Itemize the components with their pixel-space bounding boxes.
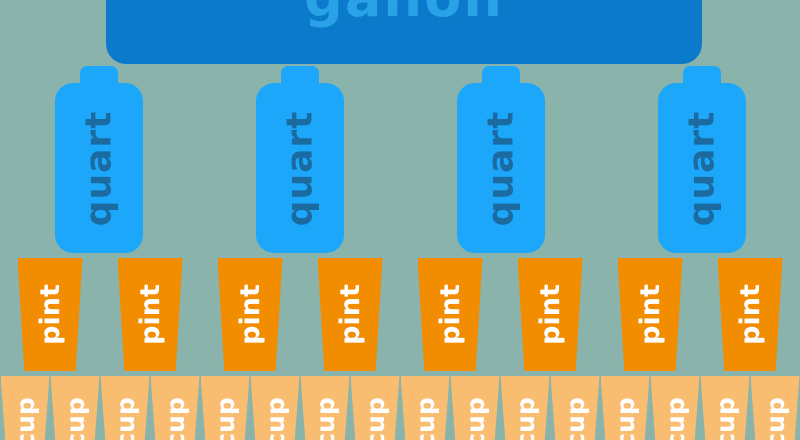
cup-label: cup	[60, 396, 90, 440]
pint-label: pint	[534, 284, 566, 345]
cup-shape: cup	[450, 376, 500, 440]
pint-label: pint	[134, 284, 166, 345]
cup-label: cup	[460, 396, 490, 440]
quart-bottle-body: quart	[657, 83, 746, 253]
quart-label: quart	[681, 110, 722, 226]
cup-label: cup	[110, 396, 140, 440]
cup-shape: cup	[600, 376, 650, 440]
cup-label: cup	[510, 396, 540, 440]
quart-label: quart	[480, 110, 521, 226]
pint-label: pint	[234, 284, 266, 345]
cup-label: cup	[10, 396, 40, 440]
cup-shape: cup	[350, 376, 400, 440]
cup-label: cup	[710, 396, 740, 440]
quart-shape: quart	[255, 66, 344, 254]
quart-bottle-cap	[481, 66, 520, 88]
cup-label: cup	[160, 396, 190, 440]
cup-shape: cup	[750, 376, 800, 440]
cup-label: cup	[610, 396, 640, 440]
cup-label: cup	[560, 396, 590, 440]
pint-label: pint	[634, 284, 666, 345]
quart-shape: quart	[456, 66, 545, 254]
cup-label: cup	[260, 396, 290, 440]
cup-shape: cup	[500, 376, 550, 440]
cup-shape: cup	[700, 376, 750, 440]
cup-label: cup	[760, 396, 790, 440]
quart-bottle-cap	[682, 66, 721, 88]
cup-shape: cup	[150, 376, 200, 440]
pint-shape: pint	[17, 258, 83, 371]
cup-label: cup	[210, 396, 240, 440]
pint-shape: pint	[717, 258, 783, 371]
pint-label: pint	[734, 284, 766, 345]
cup-shape: cup	[50, 376, 100, 440]
cup-shape: cup	[550, 376, 600, 440]
cup-shape: cup	[300, 376, 350, 440]
pint-label: pint	[434, 284, 466, 345]
pint-shape: pint	[417, 258, 483, 371]
quart-bottle-cap	[280, 66, 319, 88]
cup-label: cup	[410, 396, 440, 440]
quart-bottle-body: quart	[456, 83, 545, 253]
quart-bottle-cap	[79, 66, 118, 88]
quart-label: quart	[279, 110, 320, 226]
cup-shape: cup	[200, 376, 250, 440]
pint-shape: pint	[617, 258, 683, 371]
gallon-box: gallon	[106, 0, 702, 64]
cup-label: cup	[660, 396, 690, 440]
quart-shape: quart	[54, 66, 143, 254]
quart-label: quart	[78, 110, 119, 226]
pint-shape: pint	[317, 258, 383, 371]
quart-shape: quart	[657, 66, 746, 254]
cup-label: cup	[310, 396, 340, 440]
pint-shape: pint	[517, 258, 583, 371]
cup-shape: cup	[650, 376, 700, 440]
pint-label: pint	[334, 284, 366, 345]
pint-shape: pint	[117, 258, 183, 371]
pint-label: pint	[34, 284, 66, 345]
pint-shape: pint	[217, 258, 283, 371]
quart-bottle-body: quart	[255, 83, 344, 253]
cup-shape: cup	[400, 376, 450, 440]
quart-bottle-body: quart	[54, 83, 143, 253]
gallon-label: gallon	[106, 0, 702, 29]
cup-shape: cup	[100, 376, 150, 440]
cup-shape: cup	[0, 376, 50, 440]
cup-shape: cup	[250, 376, 300, 440]
cup-label: cup	[360, 396, 390, 440]
